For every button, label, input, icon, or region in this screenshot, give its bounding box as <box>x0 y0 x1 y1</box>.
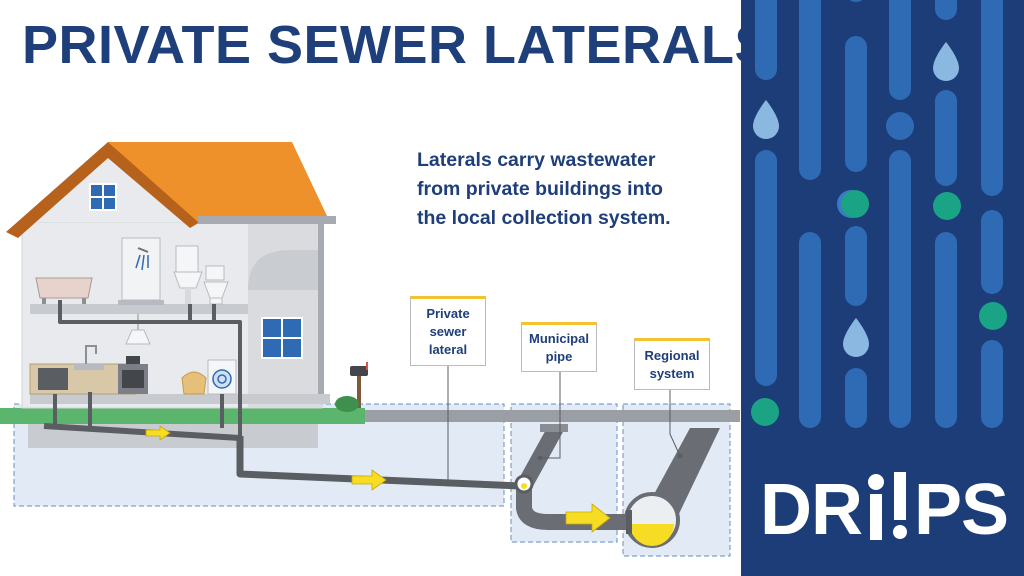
logo-part: PS <box>914 470 1009 550</box>
pipe-pattern <box>751 0 1007 428</box>
label-private-sewer-lateral: Private sewer lateral <box>410 296 486 366</box>
label-line: pipe <box>545 349 573 364</box>
regional-water <box>630 524 674 546</box>
bathtub <box>35 277 93 304</box>
house-drain-pipe <box>43 423 241 441</box>
washing-machine <box>207 359 237 395</box>
house-wing <box>248 220 322 408</box>
house-plumbing <box>53 300 242 438</box>
drips-logo: DR PS <box>760 470 1010 550</box>
label-line: Regional <box>644 348 700 363</box>
page-title: PRIVATE SEWER LATERALS <box>22 15 772 75</box>
floor-1 <box>30 304 248 314</box>
flow-arrow <box>145 425 171 441</box>
brand-panel <box>741 0 1024 576</box>
downspout <box>318 224 324 400</box>
stove <box>118 356 148 394</box>
description-line: from private buildings into <box>417 178 663 200</box>
mailbox <box>350 362 368 408</box>
description-text: Laterals carry wastewater from private b… <box>417 146 717 233</box>
logo-drop-marks <box>868 472 907 540</box>
shower <box>118 237 164 305</box>
flow-arrow <box>351 469 387 491</box>
roof-left <box>6 142 200 238</box>
logo-part: DR <box>760 470 863 550</box>
connector-line <box>669 390 681 457</box>
road-surface <box>365 410 740 422</box>
laundry-basket <box>181 371 207 395</box>
connector-line <box>540 372 561 459</box>
label-line: system <box>649 366 695 381</box>
private-lateral-pipe <box>236 436 521 490</box>
municipal-pipe-top <box>540 424 568 432</box>
attic-window <box>89 183 117 211</box>
label-regional-system: Regional system <box>634 338 710 390</box>
roof-right <box>108 142 328 222</box>
bush <box>335 396 359 412</box>
toilet <box>203 265 229 305</box>
flow-arrow <box>565 503 611 533</box>
gutter <box>198 216 336 224</box>
description-line: the local collection system. <box>417 207 671 229</box>
label-municipal-pipe: Municipal pipe <box>521 322 597 372</box>
label-line: sewer <box>429 324 467 339</box>
side-window <box>261 317 303 359</box>
bathroom-sink <box>173 245 203 304</box>
label-line: Private <box>426 306 470 321</box>
label-line: Municipal <box>529 331 589 346</box>
sewer-diagram <box>0 142 740 557</box>
description-line: Laterals carry wastewater <box>417 149 656 171</box>
label-line: lateral <box>428 342 468 357</box>
municipal-pipe <box>516 424 632 530</box>
floor-2 <box>30 394 330 404</box>
